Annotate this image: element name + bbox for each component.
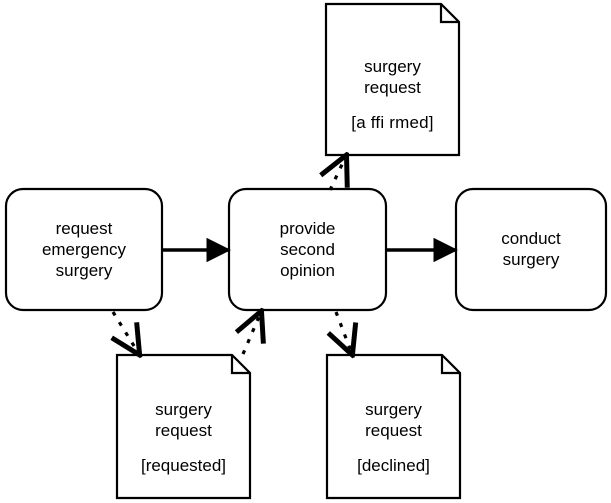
task-shape-request-emergency-surgery: [4, 187, 164, 312]
document-shape-surgery-request-declined: [325, 353, 462, 500]
data-association-provide-to-declined[interactable]: [336, 311, 352, 354]
task-shape-provide-second-opinion: [227, 187, 388, 312]
folded-corner-icon: [440, 355, 460, 375]
data-association-requested-to-provide[interactable]: [243, 312, 261, 355]
task-node-request-emergency-surgery[interactable]: [4, 187, 164, 312]
task-shape-conduct-surgery: [454, 187, 608, 312]
document-title-surgery-request-affirmed: surgery request: [364, 57, 421, 97]
document-node-surgery-request-declined[interactable]: [325, 353, 462, 500]
document-shape-surgery-request-requested: [115, 353, 252, 500]
data-association-request-to-requested[interactable]: [113, 311, 139, 354]
document-state-surgery-request-declined: [declined]: [357, 456, 430, 475]
document-state-surgery-request-affirmed: [a ffi rmed]: [351, 113, 434, 132]
document-node-surgery-request-affirmed[interactable]: [324, 2, 461, 157]
data-association-provide-to-affirmed[interactable]: [330, 156, 346, 191]
task-node-provide-second-opinion[interactable]: [227, 187, 388, 312]
document-node-surgery-request-requested[interactable]: [115, 353, 252, 500]
document-title-surgery-request-requested: surgery request: [155, 400, 212, 440]
folded-corner-icon: [439, 4, 459, 24]
document-state-surgery-request-requested: [requested]: [140, 456, 227, 475]
task-node-conduct-surgery[interactable]: [454, 187, 608, 312]
document-title-surgery-request-declined: surgery request: [365, 400, 422, 440]
document-shape-surgery-request-affirmed: [324, 2, 461, 157]
folded-corner-icon: [230, 355, 250, 375]
